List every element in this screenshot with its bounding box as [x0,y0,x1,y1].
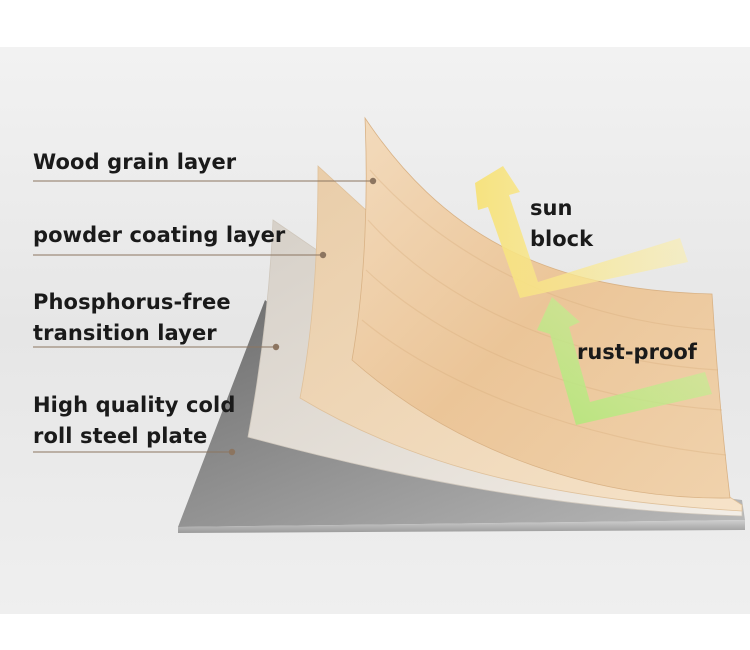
rust-proof-arrow [537,297,712,425]
phosphorus-free-line-2: transition layer [33,321,217,345]
leader-line-wood [33,177,377,185]
steel-plate-line-2: roll steel plate [33,424,208,448]
rust-proof-label: rust-proof [577,337,697,368]
phosphorus-free-line-1: Phosphorus-free [33,290,231,314]
sun-block-line-1: sun [530,196,573,220]
powder-coating-layer-label: powder coating layer [33,220,285,251]
wood-grain-layer-text: Wood grain layer [33,150,237,174]
wood-grain-layer-label: Wood grain layer [33,147,236,178]
sun-block-line-2: block [530,227,594,251]
leader-line-powder [33,251,327,259]
leader-line-phosphorus [33,343,280,351]
leader-line-steel [33,448,236,456]
phosphorus-free-layer-label: Phosphorus-free transition layer [33,287,231,349]
sun-block-label: sun block [530,193,593,255]
rust-proof-line-1: rust-proof [577,340,697,364]
steel-plate-line-1: High quality cold [33,393,236,417]
steel-plate-layer-label: High quality cold roll steel plate [33,390,235,452]
powder-coating-layer-text: powder coating layer [33,223,286,247]
sun-block-arrow [475,166,688,298]
